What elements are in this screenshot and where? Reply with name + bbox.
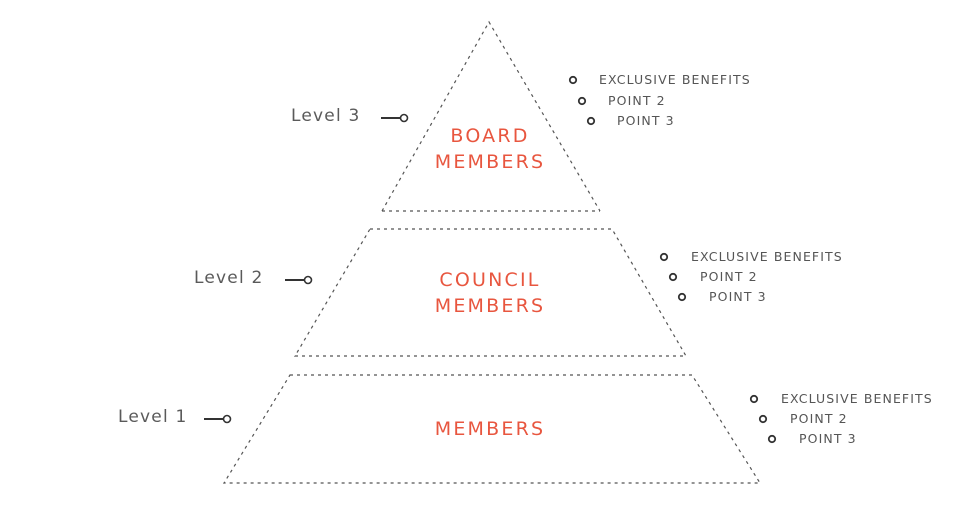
- level-2-label: Level 2: [194, 268, 264, 288]
- tier-1-name-line-1: MEMBERS: [434, 418, 546, 440]
- tier-1-benefit-2: POINT 2: [790, 411, 848, 426]
- bullet-icon: [586, 116, 596, 126]
- tier-1-name: MEMBERS: [400, 416, 580, 442]
- bullet-icon: [668, 272, 678, 282]
- tier-2-name-line-1: COUNCIL: [439, 269, 541, 291]
- tier-2-benefit-1: EXCLUSIVE BENEFITS: [691, 249, 843, 264]
- bullet-icon: [568, 75, 578, 85]
- bullet-icon: [577, 96, 587, 106]
- level-1-label: Level 1: [118, 407, 188, 427]
- tier-3-name-line-1: BOARD: [450, 125, 530, 147]
- tier-1-benefit-1: EXCLUSIVE BENEFITS: [781, 391, 933, 406]
- bullet-icon: [677, 292, 687, 302]
- tier-3-benefit-2: POINT 2: [608, 93, 666, 108]
- tier-2-benefit-3: POINT 3: [709, 289, 767, 304]
- level-3-connector-dot: [399, 113, 409, 123]
- tier-3-benefit-1: EXCLUSIVE BENEFITS: [599, 72, 751, 87]
- bullet-icon: [758, 414, 768, 424]
- bullet-icon: [659, 252, 669, 262]
- tier-3-outline: [381, 20, 601, 212]
- tier-3-name: BOARD MEMBERS: [400, 123, 580, 175]
- level-2-connector-dot: [303, 275, 313, 285]
- bullet-icon: [767, 434, 777, 444]
- tier-1-benefit-3: POINT 3: [799, 431, 857, 446]
- tier-3-name-line-2: MEMBERS: [434, 151, 546, 173]
- tier-1-outline: [222, 374, 762, 484]
- tier-2-outline: [293, 228, 688, 357]
- tier-2-benefit-2: POINT 2: [700, 269, 758, 284]
- tier-3-benefit-3: POINT 3: [617, 113, 675, 128]
- bullet-icon: [749, 394, 759, 404]
- tier-2-name: COUNCIL MEMBERS: [400, 267, 580, 319]
- level-3-label: Level 3: [291, 106, 361, 126]
- level-1-connector-dot: [222, 414, 232, 424]
- tier-2-name-line-2: MEMBERS: [434, 295, 546, 317]
